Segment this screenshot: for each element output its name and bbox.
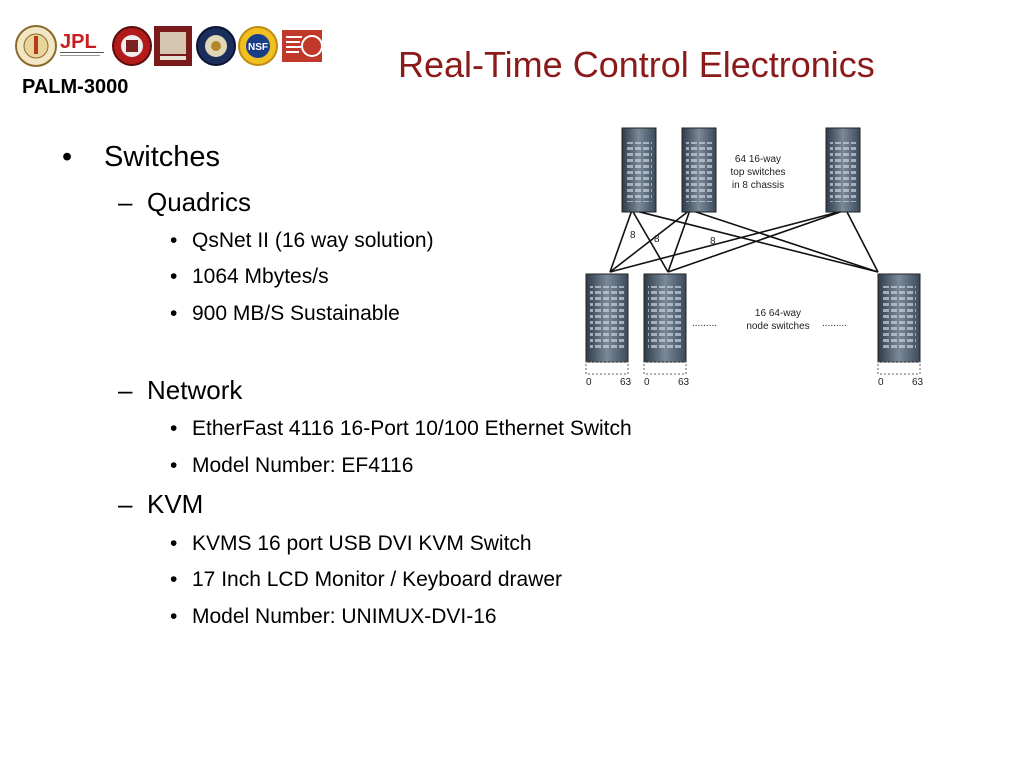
bullet-marker: • <box>170 417 178 440</box>
port-label: 63 <box>678 377 690 388</box>
outline-text: KVMS 16 port USB DVI KVM Switch <box>192 532 532 555</box>
link-count-label: 8 <box>630 230 636 241</box>
outline-text: EtherFast 4116 16-Port 10/100 Ethernet S… <box>192 417 632 440</box>
bullet-marker: • <box>170 265 178 288</box>
bullet-marker: • <box>170 302 178 325</box>
node-switch-rack <box>877 273 921 375</box>
outline-text: 17 Inch LCD Monitor / Keyboard drawer <box>192 568 563 591</box>
nsf-logo-text: NSF <box>248 42 268 53</box>
bullet-marker: • <box>170 532 178 555</box>
university-seal-logo <box>154 26 192 66</box>
nsf-logo: NSF <box>238 26 278 66</box>
outline-text: 900 MB/S Sustainable <box>192 302 400 325</box>
bullet-marker: • <box>62 141 73 173</box>
cornell-seal-logo <box>112 26 152 66</box>
outline-text: 1064 Mbytes/s <box>192 265 329 288</box>
node-switches-label-line: node switches <box>746 321 809 332</box>
top-switches-label-line: 64 16-way <box>735 154 781 165</box>
node-switch-rack <box>643 273 687 375</box>
bullet-marker: • <box>170 605 178 628</box>
port-label: 0 <box>586 377 592 388</box>
port-label: 0 <box>878 377 884 388</box>
bullet-marker: – <box>118 375 133 405</box>
switch-topology-diagram: 64 16-way top switches in 8 chassis 8 8 … <box>585 127 924 388</box>
outline-text: Quadrics <box>147 187 252 217</box>
outline-text: Network <box>147 375 243 405</box>
bullet-marker: • <box>170 229 178 252</box>
outline-text: QsNet II (16 way solution) <box>192 229 434 252</box>
top-switch-rack <box>621 127 657 213</box>
port-label: 63 <box>912 377 924 388</box>
bullet-marker: – <box>118 489 133 519</box>
ellipsis-left: ......... <box>692 318 717 329</box>
project-name: PALM-3000 <box>22 76 129 98</box>
top-switch-rack <box>681 127 717 213</box>
outline-text: KVM <box>147 489 204 519</box>
slide-title: Real-Time Control Electronics <box>398 44 875 85</box>
bullet-marker: • <box>170 568 178 591</box>
top-switches-label-line: top switches <box>730 167 785 178</box>
outline-text: Switches <box>104 141 221 173</box>
node-switches-label-line: 16 64-way <box>755 308 801 319</box>
link-count-label: 8 <box>710 236 716 247</box>
amnh-logo <box>282 30 323 62</box>
node-switch-rack <box>585 273 629 375</box>
outline-text: Model Number: EF4116 <box>192 454 414 477</box>
jpl-logo: JPL <box>60 31 104 56</box>
sponsor-logos: JPL NSF <box>15 25 323 67</box>
top-switch-rack <box>825 127 861 213</box>
port-label: 63 <box>620 377 632 388</box>
top-switches-label-line: in 8 chassis <box>732 180 784 191</box>
oxford-seal-logo <box>196 26 236 66</box>
bullet-marker: • <box>170 454 178 477</box>
bullet-marker: – <box>118 187 133 217</box>
caltech-seal-logo <box>15 25 57 67</box>
outline-text: Model Number: UNIMUX-DVI-16 <box>192 605 497 628</box>
switch-interconnect-lines <box>609 209 879 273</box>
jpl-logo-text: JPL <box>60 31 97 53</box>
ellipsis-right: ......... <box>822 318 847 329</box>
port-label: 0 <box>644 377 650 388</box>
link-count-label: 8 <box>654 234 660 245</box>
